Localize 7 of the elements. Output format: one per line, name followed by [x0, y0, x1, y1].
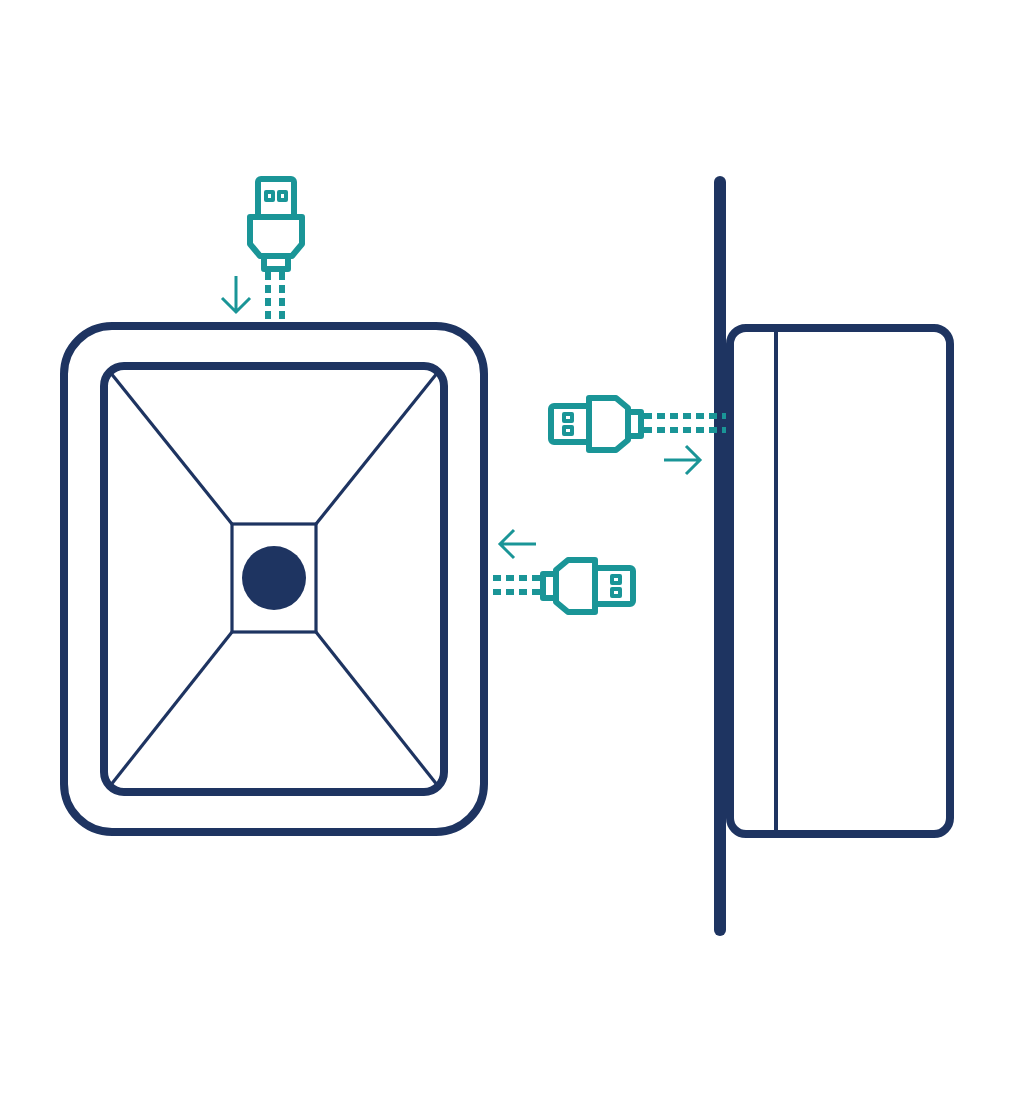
- usb-plug-icon: [548, 393, 644, 453]
- host-device-box: [726, 324, 954, 838]
- usb-cable: [265, 269, 285, 325]
- usb-plug-icon: [540, 555, 636, 615]
- usb-plug-icon: [245, 176, 305, 272]
- scanner-frame: [60, 322, 488, 836]
- usb-cable: [641, 413, 729, 433]
